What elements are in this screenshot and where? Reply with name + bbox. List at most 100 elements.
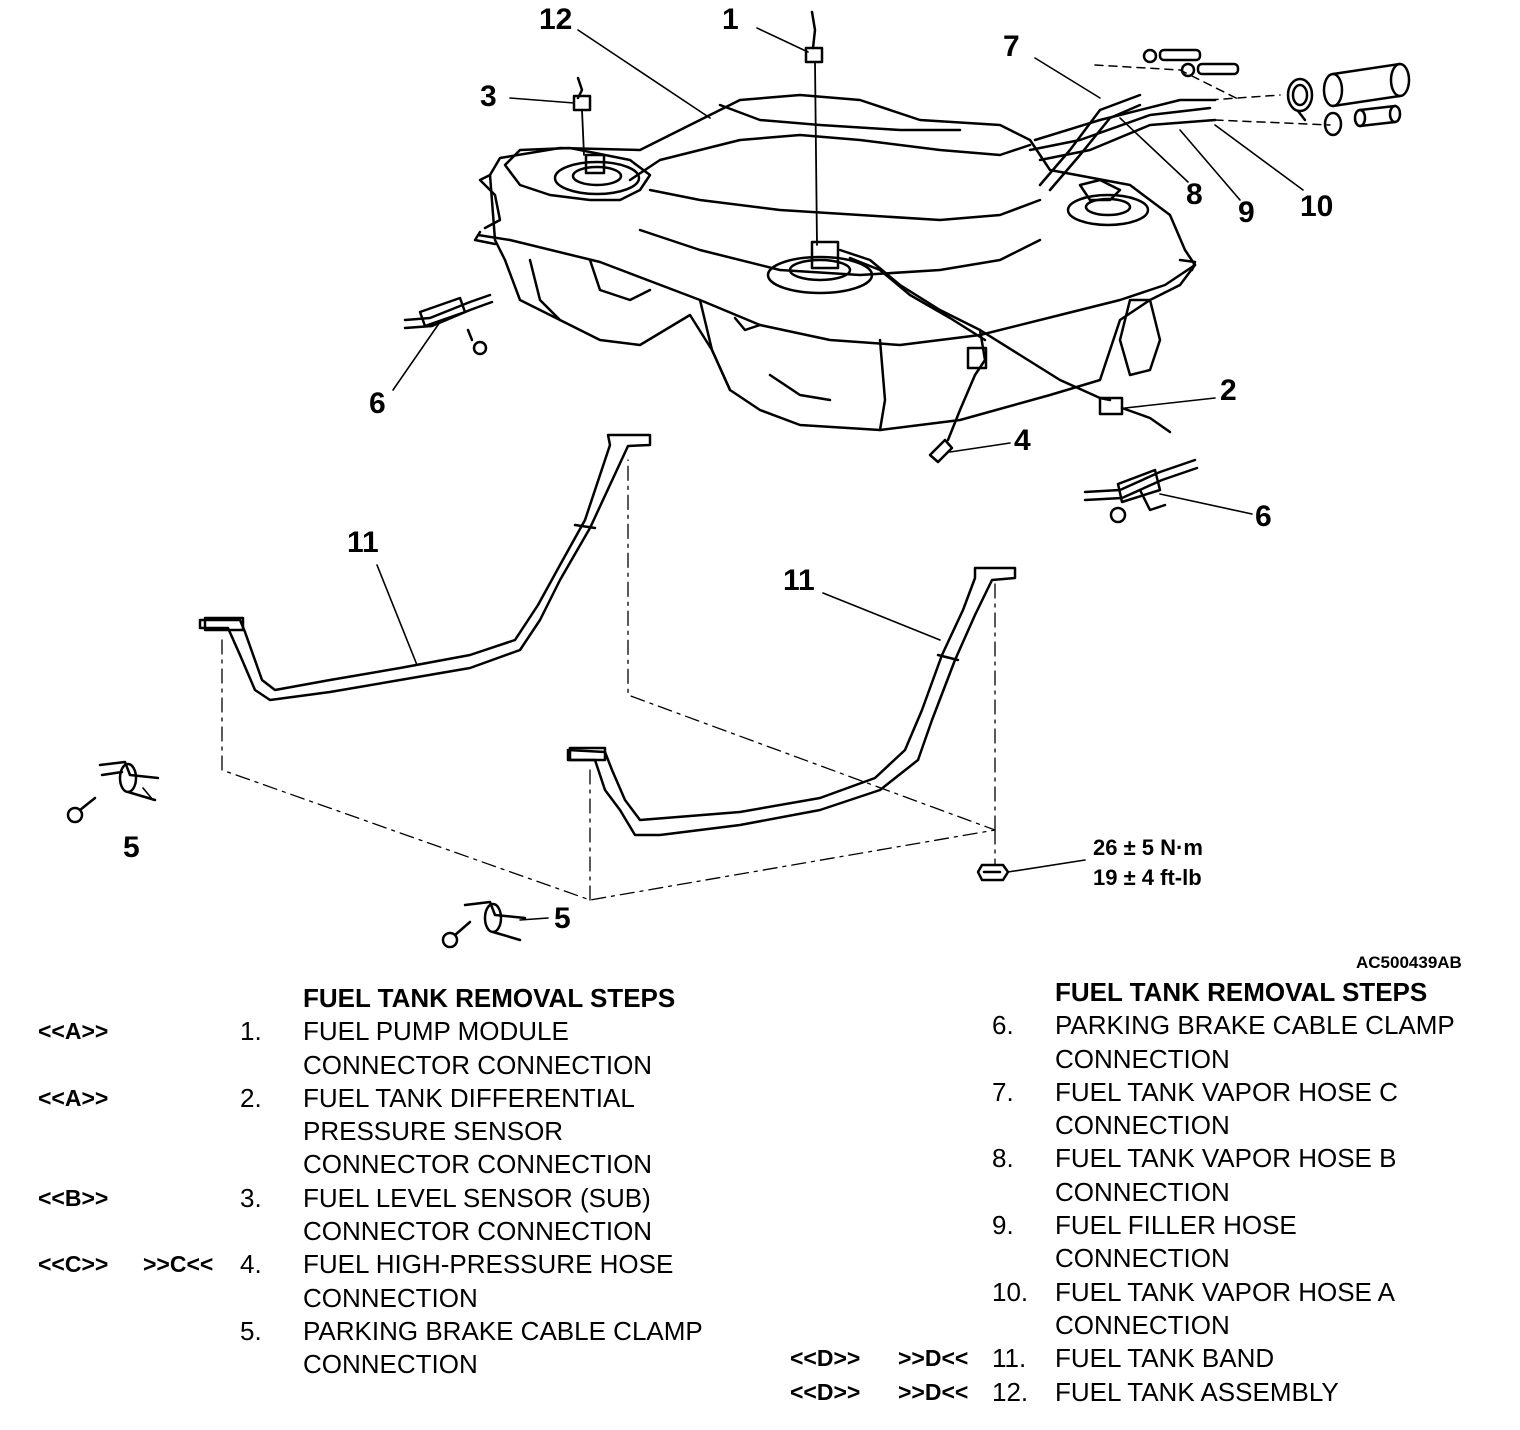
step-6: 6. PARKING BRAKE CABLE CLAMP CONNECTION <box>790 1009 1510 1076</box>
step-text: FUEL PUMP MODULE CONNECTOR CONNECTION <box>303 1015 652 1082</box>
step-text: FUEL TANK VAPOR HOSE C CONNECTION <box>1055 1076 1398 1143</box>
step-text: FUEL HIGH-PRESSURE HOSE CONNECTION <box>303 1248 673 1315</box>
callout-6-left: 6 <box>369 387 386 420</box>
callout-1: 1 <box>722 3 739 36</box>
step-code-2: >>D<< <box>898 1345 969 1372</box>
step-text: FUEL TANK ASSEMBLY <box>1055 1376 1339 1409</box>
callout-4: 4 <box>1014 424 1031 457</box>
step-line: FUEL TANK VAPOR HOSE B <box>1055 1143 1397 1174</box>
step-1: <<A>> 1. FUEL PUMP MODULE CONNECTOR CONN… <box>38 1015 758 1082</box>
step-11: <<D>> >>D<< 11. FUEL TANK BAND <box>790 1342 1510 1375</box>
leader-lines <box>142 27 1304 921</box>
callout-12: 12 <box>539 3 573 36</box>
torque-imperial: 19 ± 4 ft-lb <box>1093 865 1202 890</box>
step-line: FUEL TANK VAPOR HOSE A <box>1055 1276 1396 1307</box>
step-line: FUEL LEVEL SENSOR (SUB) <box>303 1182 651 1213</box>
callout-2: 2 <box>1220 374 1237 407</box>
step-number: 7. <box>992 1076 1014 1107</box>
step-3: <<B>> 3. FUEL LEVEL SENSOR (SUB) CONNECT… <box>38 1182 758 1249</box>
step-line: FUEL TANK VAPOR HOSE C <box>1055 1076 1398 1107</box>
step-code-1: <<D>> <box>790 1345 861 1372</box>
step-number: 6. <box>992 1010 1014 1041</box>
step-text: FUEL FILLER HOSE CONNECTION <box>1055 1209 1297 1276</box>
step-line: PARKING BRAKE CABLE CLAMP <box>1055 1010 1455 1041</box>
step-line: CONNECTION <box>1055 1043 1230 1074</box>
step-number: 2. <box>240 1082 262 1113</box>
step-text: FUEL TANK DIFFERENTIAL PRESSURE SENSOR C… <box>303 1082 652 1182</box>
step-code-1: <<C>> <box>38 1251 109 1278</box>
left-list-title: FUEL TANK REMOVAL STEPS <box>303 983 676 1013</box>
step-4: <<C>> >>C<< 4. FUEL HIGH-PRESSURE HOSE C… <box>38 1248 758 1315</box>
callout-5-center: 5 <box>554 902 571 935</box>
step-10: 10. FUEL TANK VAPOR HOSE A CONNECTION <box>790 1276 1510 1343</box>
step-line: CONNECTION <box>1055 1309 1230 1340</box>
step-8: 8. FUEL TANK VAPOR HOSE B CONNECTION <box>790 1142 1510 1209</box>
step-line: FUEL TANK BAND <box>1055 1343 1275 1374</box>
callout-6-right: 6 <box>1255 500 1272 533</box>
step-2: <<A>> 2. FUEL TANK DIFFERENTIAL PRESSURE… <box>38 1082 758 1182</box>
callout-8: 8 <box>1186 178 1203 211</box>
callout-5-left: 5 <box>123 831 140 864</box>
step-code-2: >>C<< <box>143 1251 214 1278</box>
callout-11-left: 11 <box>347 526 379 559</box>
step-number: 8. <box>992 1143 1014 1174</box>
step-line: PRESSURE SENSOR <box>303 1116 564 1147</box>
torque-spec: 26 ± 5 N·m 19 ± 4 ft-lb <box>1093 833 1203 893</box>
step-line: CONNECTION <box>1055 1176 1230 1207</box>
step-line: FUEL FILLER HOSE <box>1055 1210 1297 1241</box>
step-text: FUEL LEVEL SENSOR (SUB) CONNECTOR CONNEC… <box>303 1182 652 1249</box>
parking-brake-clamp-bolts <box>66 760 527 949</box>
step-code-1: <<A>> <box>38 1018 109 1045</box>
step-line: CONNECTION <box>303 1282 478 1313</box>
step-line: CONNECTION <box>1055 1243 1230 1274</box>
step-line: FUEL TANK ASSEMBLY <box>1055 1376 1339 1407</box>
step-code-1: <<A>> <box>38 1084 109 1111</box>
right-step-list: FUEL TANK REMOVAL STEPS 6. PARKING BRAKE… <box>790 976 1510 1409</box>
step-text: FUEL TANK VAPOR HOSE B CONNECTION <box>1055 1142 1396 1209</box>
callout-7: 7 <box>1003 30 1020 63</box>
step-number: 9. <box>992 1210 1014 1241</box>
band-mounting-nut <box>976 863 1010 882</box>
figure-id: AC500439AB <box>1356 953 1462 972</box>
step-number: 3. <box>240 1182 262 1213</box>
step-number: 12. <box>992 1376 1029 1407</box>
fuel-tank-assembly <box>473 93 1197 432</box>
step-line: CONNECTOR CONNECTION <box>303 1149 653 1180</box>
assembly-guide-lines <box>221 459 996 901</box>
step-number: 4. <box>240 1249 262 1280</box>
fuel-tank-band-right <box>566 566 1017 837</box>
right-list-title: FUEL TANK REMOVAL STEPS <box>1055 977 1428 1007</box>
step-5: 5. PARKING BRAKE CABLE CLAMP CONNECTION <box>38 1315 758 1382</box>
step-number: 11. <box>992 1343 1027 1374</box>
step-text: PARKING BRAKE CABLE CLAMP CONNECTION <box>303 1315 703 1382</box>
step-text: FUEL TANK VAPOR HOSE A CONNECTION <box>1055 1276 1395 1343</box>
step-number: 1. <box>240 1016 262 1047</box>
fuel-tank-band-left <box>198 433 652 702</box>
parking-brake-cable-clamps <box>403 293 1199 524</box>
step-line: FUEL HIGH-PRESSURE HOSE <box>303 1249 674 1280</box>
callout-10: 10 <box>1300 190 1334 223</box>
step-line: FUEL TANK DIFFERENTIAL <box>303 1082 635 1113</box>
step-text: PARKING BRAKE CABLE CLAMP CONNECTION <box>1055 1009 1455 1076</box>
torque-metric: 26 ± 5 N·m <box>1093 835 1203 860</box>
step-code-1: <<B>> <box>38 1184 109 1211</box>
step-number: 5. <box>240 1315 262 1346</box>
step-7: 7. FUEL TANK VAPOR HOSE C CONNECTION <box>790 1076 1510 1143</box>
step-code-2: >>D<< <box>898 1378 969 1405</box>
step-line: PARKING BRAKE CABLE CLAMP <box>303 1315 703 1346</box>
step-number: 10. <box>992 1276 1029 1307</box>
step-12: <<D>> >>D<< 12. FUEL TANK ASSEMBLY <box>790 1376 1510 1409</box>
step-9: 9. FUEL FILLER HOSE CONNECTION <box>790 1209 1510 1276</box>
step-text: FUEL TANK BAND <box>1055 1342 1274 1375</box>
step-line: CONNECTOR CONNECTION <box>303 1049 653 1080</box>
callout-3: 3 <box>480 80 497 113</box>
callout-11-right: 11 <box>783 564 815 597</box>
callout-9: 9 <box>1238 196 1255 229</box>
step-line: CONNECTION <box>1055 1110 1230 1141</box>
connectors <box>572 10 1172 464</box>
step-line: CONNECTOR CONNECTION <box>303 1216 653 1247</box>
vapor-and-filler-hoses <box>1028 48 1411 192</box>
step-line: FUEL PUMP MODULE <box>303 1016 569 1047</box>
step-code-1: <<D>> <box>790 1378 861 1405</box>
